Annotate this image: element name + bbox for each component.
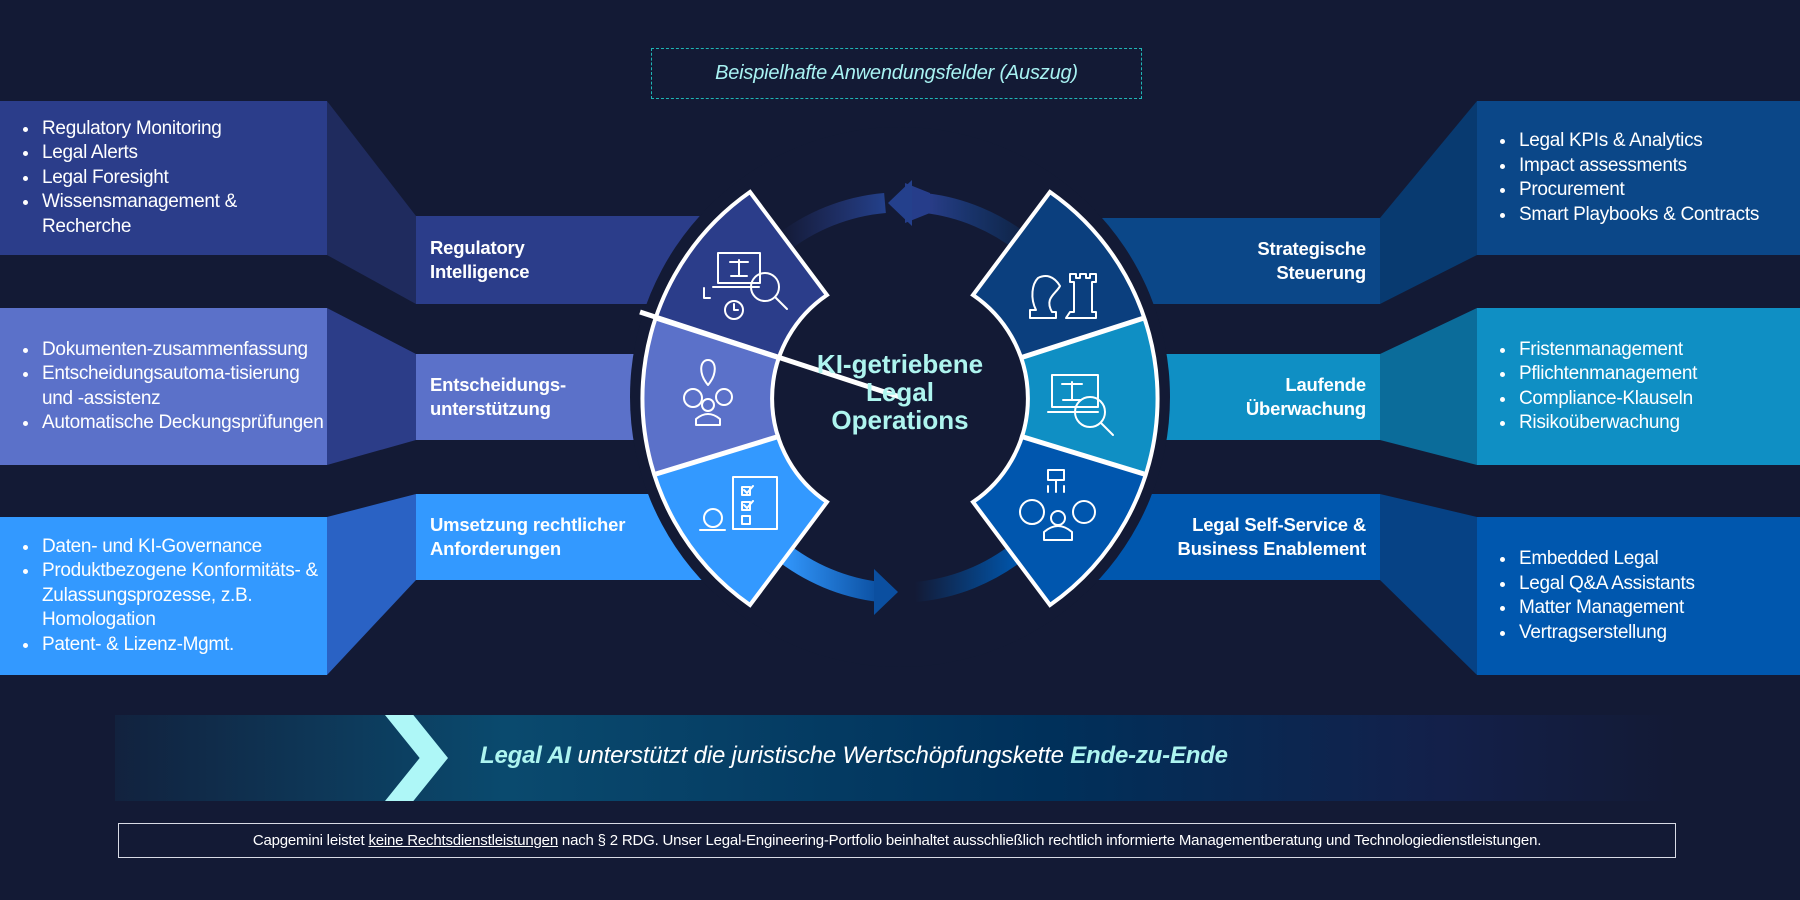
center-line: Operations [831, 405, 969, 435]
center-line: Legal [866, 377, 934, 407]
connector-right-1 [1380, 101, 1477, 304]
list-item: Daten- und KI-Governance [40, 535, 327, 560]
list-item: Embedded Legal [1517, 547, 1800, 572]
connector-right-2 [1380, 308, 1477, 465]
cycle-arc-bottom-left [773, 542, 882, 602]
banner-highlight: Ende-zu-Ende [1070, 742, 1228, 769]
list-item: Wissensmanagement & Recherche [40, 190, 327, 239]
section-title-text: Beispielhafte Anwendungsfelder (Auszug) [715, 62, 1078, 84]
label-entscheidungsunterstuetzung: Entscheidungs-unterstützung [416, 354, 646, 440]
list-item: Entscheidungsautoma-tisierung und -assis… [40, 362, 327, 411]
label-line: Intelligence [430, 261, 530, 282]
disclaimer-text: nach § 2 RDG. Unser Legal-Engineering-Po… [557, 832, 1542, 849]
right-box-laufende-ueberwachung: FristenmanagementPflichtenmanagementComp… [1477, 308, 1800, 465]
scales-laptop-magnifier-icon [1047, 374, 1114, 436]
scales-laptop-magnifier-alarm-icon [703, 252, 788, 320]
list-item: Risikoüberwachung [1517, 411, 1800, 436]
list-item: Smart Playbooks & Contracts [1517, 203, 1800, 228]
chess-pieces-icon [1029, 273, 1097, 319]
label-line: Laufende [1285, 374, 1366, 395]
label-line: Business Enablement [1177, 538, 1367, 559]
list-item: Legal Alerts [40, 141, 327, 166]
label-line: Steuerung [1276, 262, 1366, 283]
list-item: Compliance-Klauseln [1517, 387, 1800, 412]
left-box-entscheidungsunterstuetzung: Dokumenten-zusammenfassungEntscheidungsa… [0, 308, 327, 465]
section-title: Beispielhafte Anwendungsfelder (Auszug) [651, 48, 1142, 99]
list-item: Regulatory Monitoring [40, 117, 327, 142]
right-segments [971, 190, 1160, 607]
banner-text: Legal AI unterstützt die juristische Wer… [480, 742, 1228, 770]
connector-left-3 [327, 494, 416, 675]
list-item: Dokumenten-zusammenfassung [40, 338, 327, 363]
banner-highlight: Legal AI [480, 742, 571, 769]
connector-left-2 [327, 308, 416, 465]
cycle-arc-top-left [773, 193, 887, 253]
left-box-regulatory-intelligence: Regulatory MonitoringLegal AlertsLegal F… [0, 101, 327, 255]
connector-right-3 [1380, 494, 1477, 675]
list-item: Automatische Deckungsprüfungen [40, 411, 327, 436]
label-line: Legal Self-Service & [1192, 514, 1366, 535]
value-chain-banner [115, 715, 1676, 801]
location-clock-gear-person-icon [683, 359, 733, 426]
list-item: Fristenmanagement [1517, 338, 1800, 363]
right-box-legal-self-service: Embedded LegalLegal Q&A AssistantsMatter… [1477, 517, 1800, 675]
list-item: Matter Management [1517, 596, 1800, 621]
banner-middle: unterstützt die juristische Wertschöpfun… [570, 742, 1071, 769]
right-box-strategische-steuerung: Legal KPIs & AnalyticsImpact assessments… [1477, 101, 1800, 255]
list-item: Impact assessments [1517, 154, 1800, 179]
list-item: Pflichtenmanagement [1517, 362, 1800, 387]
list-item: Patent- & Lizenz-Mgmt. [40, 633, 327, 658]
label-line: Strategische [1257, 238, 1366, 259]
disclaimer-link[interactable]: keine Rechtsdienstleistungen [368, 832, 558, 849]
left-segments [639, 190, 901, 607]
list-item: Legal Foresight [40, 166, 327, 191]
list-item: Produktbezogene Konformitäts- & Zulassun… [40, 559, 327, 633]
checklist-gear-icon [699, 476, 778, 531]
center-line: KI-getriebene [816, 349, 984, 379]
label-line: Überwachung [1245, 398, 1366, 419]
label-line: Anforderungen [430, 538, 562, 559]
arrow-head-bottom-right-icon [874, 569, 898, 615]
label-line: unterstützung [430, 398, 551, 419]
robot-clock-gear-person-icon [1019, 469, 1096, 541]
list-item: Legal KPIs & Analytics [1517, 129, 1800, 154]
label-legal-self-service: Legal Self-Service & Business Enablement [1120, 494, 1380, 580]
label-line: Regulatory [430, 237, 525, 258]
list-item: Vertragserstellung [1517, 621, 1800, 646]
left-box-umsetzung: Daten- und KI-GovernanceProduktbezogene … [0, 517, 327, 675]
cycle-arc-bottom-right [913, 542, 1027, 602]
arrow-head-top-left-icon [888, 180, 912, 226]
disclaimer: Capgemini leistet keine Rechtsdienstleis… [118, 823, 1676, 858]
label-line: Entscheidungs- [430, 374, 566, 395]
disclaimer-text: Capgemini leistet [252, 832, 369, 849]
center-title: KI-getriebene Legal Operations [780, 350, 1020, 434]
connector-left-1 [327, 101, 416, 304]
list-item: Legal Q&A Assistants [1517, 572, 1800, 597]
label-line: Umsetzung rechtlicher [430, 514, 626, 535]
list-item: Procurement [1517, 178, 1800, 203]
